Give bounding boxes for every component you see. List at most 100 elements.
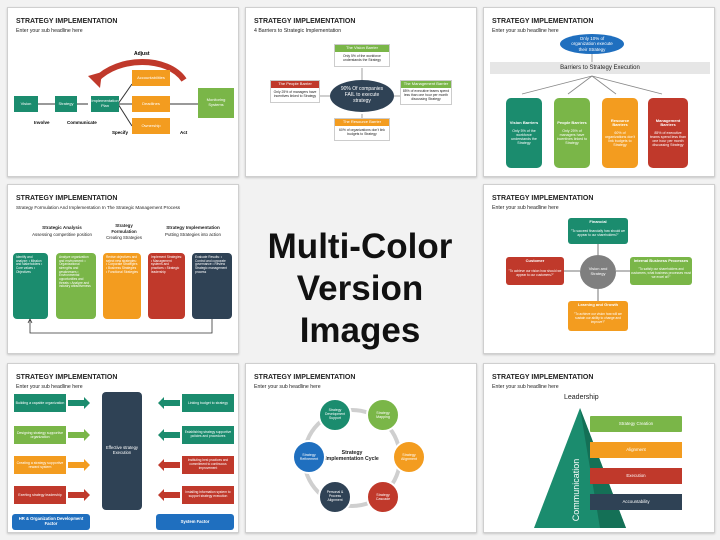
- pyramid-step-alignment: Alignment: [590, 442, 682, 458]
- slide-title: STRATEGY IMPLEMENTATION: [492, 374, 594, 381]
- accountabilities-box: Accountabilities: [132, 70, 170, 86]
- financial-title: Financial: [589, 218, 607, 224]
- strategic-analysis-caption: Assessing competitive position: [32, 232, 92, 237]
- implementation-heading: Strategy Implementation: [166, 225, 220, 230]
- vision-barriers-title: Vision Barriers: [509, 119, 539, 125]
- people-barriers-title: People Barriers: [557, 119, 587, 125]
- slide-title: STRATEGY IMPLEMENTATION: [254, 374, 356, 381]
- system-factor-label: System Factor: [156, 514, 234, 530]
- slide-title: STRATEGY IMPLEMENTATION: [16, 18, 118, 25]
- vision-box: Vision: [14, 96, 38, 112]
- slide-subtitle: Strategy Formulation And Implementation …: [16, 205, 181, 210]
- scorecard-arrows: [564, 243, 630, 301]
- slide-thumbnail-6[interactable]: STRATEGY IMPLEMENTATION Enter your sub h…: [7, 363, 239, 533]
- pyramid-step-strategy-creation: Strategy Creation: [590, 416, 682, 432]
- slide-subtitle: Enter your sub headline here: [16, 384, 83, 390]
- slide-thumbnail-4[interactable]: STRATEGY IMPLEMENTATION Strategy Formula…: [7, 184, 239, 354]
- people-barriers-card: People Barriers Only 25% of managers hav…: [554, 98, 590, 168]
- effective-execution-box: Effective strategy Execution: [102, 392, 142, 510]
- identify-analyze-card: Identify and analyze: • Mission and stak…: [13, 253, 48, 319]
- slide-thumbnail-8[interactable]: STRATEGY IMPLEMENTATION Enter your sub h…: [483, 363, 715, 533]
- people-barrier-header: The People Barrier: [271, 81, 319, 88]
- center-caption-line-2: Version Images: [296, 269, 424, 350]
- slide-thumbnail-7[interactable]: STRATEGY IMPLEMENTATION Enter your sub h…: [245, 363, 477, 533]
- slide-title: STRATEGY IMPLEMENTATION: [492, 195, 594, 202]
- right-item-4: Installing information system to support…: [182, 486, 234, 504]
- slide-thumbnail-5[interactable]: STRATEGY IMPLEMENTATION Enter your sub h…: [483, 184, 715, 354]
- leadership-label: Leadership: [564, 394, 599, 401]
- pyramid-step-accountability: Accountability: [590, 494, 682, 510]
- left-item-2: Designing strategy supportive organizati…: [14, 426, 66, 444]
- feedback-loop: [27, 318, 213, 334]
- right-item-3: Instituting best practices and commitmen…: [182, 456, 234, 474]
- vision-barriers-card: Vision Barriers Only 5% of the workforce…: [506, 98, 542, 168]
- slide-subtitle: Enter your sub headline here: [16, 28, 83, 34]
- adjust-label: Adjust: [134, 51, 150, 57]
- strategy-box: Strategy: [55, 96, 77, 112]
- execution-oval: Only 10% of organization execute their S…: [560, 34, 624, 54]
- management-barrier-card: The Management Barrier 85% of executive …: [400, 80, 452, 105]
- resource-barrier-header: The Resource Barrier: [335, 119, 389, 126]
- slide-thumbnail-3[interactable]: STRATEGY IMPLEMENTATION Enter your sub h…: [483, 7, 715, 177]
- financial-card: Financial "To succeed financially how sh…: [568, 218, 628, 244]
- formulation-heading-1: Strategy: [115, 223, 133, 228]
- learning-growth-title: Learning and Growth: [577, 301, 619, 307]
- analyze-environment-card: Analyze organization and environment: • …: [56, 253, 96, 319]
- resource-barriers-title: Resource Barriers: [610, 117, 630, 128]
- left-item-3: Creating a strategy supportive reward sy…: [14, 456, 66, 474]
- customer-card: Customer "To achieve our vision how shou…: [506, 257, 564, 285]
- formulation-heading-2: Formulation: [111, 229, 137, 234]
- people-barrier-card: The People Barrier Only 25% of managers …: [270, 80, 320, 103]
- resource-barriers-text: 60% of organizations don't link budgets …: [604, 130, 636, 148]
- vision-barrier-text: Only 5% of the workforce understands the…: [335, 52, 389, 66]
- flow-arrows: [38, 59, 198, 127]
- resource-barrier-card: The Resource Barrier 60% of organization…: [334, 118, 390, 141]
- people-barrier-text: Only 25% of managers have incentives lin…: [271, 88, 319, 102]
- management-barriers-card: Management Barriers 85% of executive tea…: [648, 98, 688, 168]
- slide-title: STRATEGY IMPLEMENTATION: [16, 374, 118, 381]
- management-barriers-title: Management Barriers: [655, 117, 681, 128]
- slide-subtitle: 4 Barriers to Strategic Implementation: [254, 28, 342, 34]
- vision-barrier-card: The Vision Barrier Only 5% of the workfo…: [334, 44, 390, 67]
- resource-barrier-text: 60% of organizations don't link budgets …: [335, 126, 389, 140]
- center-caption-line-1: Multi-Color: [267, 227, 453, 266]
- slide-subtitle: Enter your sub headline here: [492, 205, 559, 211]
- internal-processes-text: "To satisfy our shareholders and custome…: [631, 267, 691, 279]
- internal-processes-card: Internal Business Processes "To satisfy …: [630, 257, 692, 285]
- evaluate-results-card: Evaluate Results: • Control and corporat…: [192, 253, 232, 319]
- vision-strategy-circle: Vision and Strategy: [580, 255, 616, 289]
- slide-thumbnail-1[interactable]: STRATEGY IMPLEMENTATION Enter your sub h…: [7, 7, 239, 177]
- act-label: Act: [180, 130, 188, 135]
- customer-title: Customer: [525, 257, 545, 263]
- management-barrier-text: 85% of executive teams spend less than o…: [401, 88, 451, 104]
- learning-growth-card: Learning and Growth "To achieve our visi…: [568, 301, 628, 331]
- cycle-center-label: Strategy Implementation Cycle: [325, 450, 379, 462]
- cycle-node-mapping: Strategy Mapping: [366, 398, 400, 432]
- implementation-plan-box: Implementation Plan: [91, 96, 119, 112]
- formulation-caption: Creating Strategies: [106, 235, 142, 240]
- slide-subtitle: Enter your sub headline here: [492, 384, 559, 390]
- learning-growth-text: "To achieve our vision how will we susta…: [574, 312, 622, 324]
- cycle-node-personal-process: Personal & Process Alignment: [318, 480, 352, 514]
- specify-label: Specify: [112, 130, 129, 135]
- slide-title: STRATEGY IMPLEMENTATION: [492, 18, 594, 25]
- ownership-box: Ownership: [132, 118, 170, 134]
- slide-thumbnail-2[interactable]: STRATEGY IMPLEMENTATION 4 Barriers to St…: [245, 7, 477, 177]
- revise-objectives-card: Revise objectives and select new strateg…: [103, 253, 141, 319]
- slide-title: STRATEGY IMPLEMENTATION: [254, 18, 356, 25]
- implementation-caption: Putting Strategies into action: [165, 232, 221, 237]
- barriers-banner: Barriers to Strategy Execution: [490, 62, 710, 74]
- strategic-analysis-heading: Strategic Analysis: [42, 225, 82, 230]
- hr-factor-label: HR & Organization Development Factor: [12, 514, 90, 530]
- right-item-2: Establishing strategy supportive policie…: [182, 426, 234, 444]
- communication-label: Communication: [571, 458, 581, 522]
- involve-label: Involve: [34, 120, 50, 125]
- slide-subtitle: Enter your sub headline here: [254, 384, 321, 390]
- fail-rate-oval: 90% Of companies FAIL to execute strateg…: [330, 80, 394, 112]
- execution-arrows: [68, 397, 180, 501]
- management-barriers-text: 85% of executive teams spend less than o…: [650, 130, 686, 148]
- left-item-1: Building a capable organization: [14, 394, 66, 412]
- communicate-label: Communicate: [67, 120, 97, 125]
- monitoring-systems-box: Monitoring Systems: [198, 88, 234, 118]
